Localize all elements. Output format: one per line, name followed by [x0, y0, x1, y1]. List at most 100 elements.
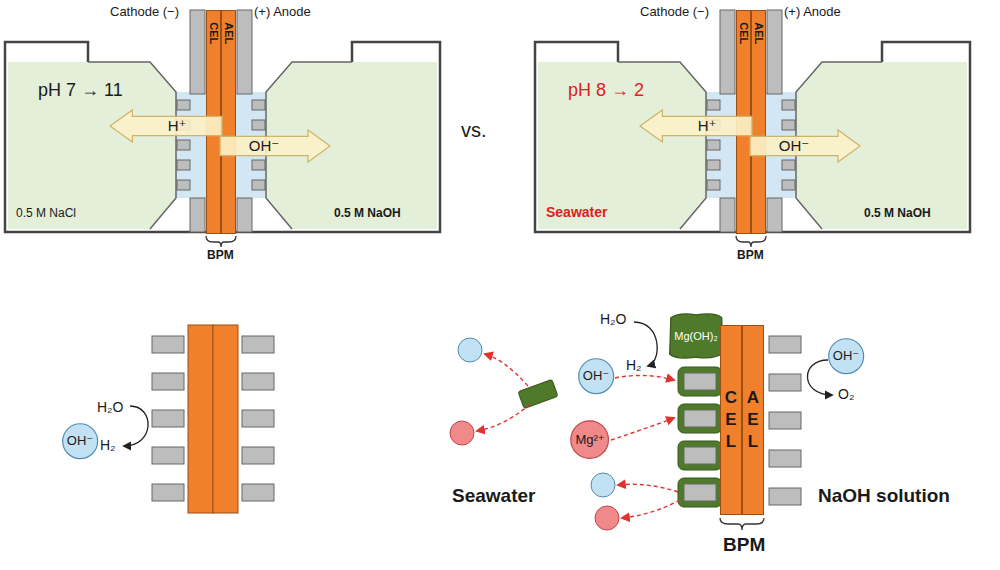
label-text: BPM: [723, 534, 765, 557]
label-text: BPM: [737, 248, 764, 262]
cell-tank: [5, 10, 440, 247]
electrode-segment: [769, 412, 801, 429]
magnesium-ion: [450, 421, 474, 445]
dashed-arrow: [622, 500, 680, 518]
dashed-arrow: [485, 354, 528, 386]
label-text: Seawater: [546, 204, 607, 221]
electrode-segment: [252, 180, 265, 190]
label-text: H₂: [626, 357, 642, 374]
hydroxide-ion: OH⁻: [828, 338, 864, 374]
label-text: (+) Anode: [784, 4, 841, 20]
membrane-layer: A E L: [742, 325, 764, 515]
electrode-segment: [252, 120, 265, 130]
node-text: OH⁻: [583, 369, 609, 384]
node-text: Mg²⁺: [575, 433, 604, 448]
electrode-segment: [684, 484, 716, 501]
electrode-segment: [152, 410, 184, 427]
dashed-arrow: [477, 404, 530, 431]
membrane-layer: AEL: [751, 10, 766, 234]
label-text: Cathode (−): [640, 4, 709, 20]
proton-flux-arrow-shape: [110, 110, 222, 142]
hydroxide-ion: [458, 338, 482, 362]
hydroxide-flux-arrow: OH⁻: [220, 130, 330, 162]
electrode-segment: [782, 100, 795, 110]
node-text: CEL: [207, 22, 220, 44]
electrode-segment: [684, 410, 716, 427]
label-text: H₂: [100, 437, 116, 454]
electrode-segment: [177, 160, 190, 170]
electrode-segment: [782, 180, 795, 190]
node-text: OH⁻: [67, 434, 93, 449]
node-text: C E L: [723, 387, 740, 453]
electrode-segment: [177, 180, 190, 190]
node-text: A E L: [745, 387, 762, 453]
node-text: Mg(OH)₂: [674, 330, 717, 343]
electrode-segment: [782, 120, 795, 130]
electrode-segment: [152, 373, 184, 390]
electrode-segment: [242, 336, 274, 353]
cel-layer: [188, 325, 213, 513]
electrode-segment: [707, 140, 720, 150]
label-text: O₂: [838, 386, 854, 403]
mg-hydroxide-deposit: Mg(OH)₂: [668, 312, 724, 360]
electrode-segment: [769, 488, 801, 505]
node-text: AEL: [752, 22, 765, 44]
membrane-layer: AEL: [221, 10, 236, 234]
ael-layer: [213, 325, 238, 513]
dashed-arrow: [618, 484, 678, 492]
node-text: H⁺: [168, 117, 187, 134]
electrode-segment: [769, 374, 801, 391]
node-text: OH⁻: [779, 137, 809, 154]
electrode-mesh: [152, 100, 801, 507]
electrode-segment: [152, 336, 184, 353]
electrode-segment: [242, 447, 274, 464]
electrode-segment: [684, 447, 716, 464]
electrode-segment: [177, 100, 190, 110]
dashed-arrow: [611, 418, 674, 440]
label-text: Seawater: [452, 485, 535, 508]
label-text: vs.: [461, 118, 487, 142]
label-text: H₂O: [97, 399, 123, 416]
label-text: NaOH solution: [818, 485, 950, 508]
node-text: OH⁻: [833, 349, 859, 364]
label-text: (+) Anode: [254, 4, 311, 20]
node-text: H⁺: [698, 117, 717, 134]
magnesium-ion: [595, 506, 619, 530]
label-text: 0.5 M NaOH: [334, 206, 401, 220]
reaction-arrow: [124, 406, 148, 446]
label-text: 0.5 M NaOH: [864, 206, 931, 220]
label-text: BPM: [207, 248, 234, 262]
magnesium-ion: Mg²⁺: [570, 420, 609, 459]
label-text: H₂O: [600, 311, 626, 328]
hydroxide-flux-arrow: OH⁻: [750, 130, 860, 162]
membrane-layer: C E L: [720, 325, 742, 515]
mg-hydroxide-deposit: [678, 441, 722, 470]
electrode-segment: [252, 100, 265, 110]
electrode-segment: [707, 180, 720, 190]
electrode-segment: [242, 373, 274, 390]
hydroxide-ion: OH⁻: [578, 358, 614, 394]
hydroxide-ion: [591, 473, 615, 497]
node-text: AEL: [222, 22, 235, 44]
electrode-segment: [242, 484, 274, 501]
electrode-segment: [177, 140, 190, 150]
mg-hydroxide-deposit: [678, 367, 722, 396]
electrode-segment: [684, 373, 716, 390]
label-text: Cathode (−): [110, 4, 179, 20]
electrode-segment: [152, 447, 184, 464]
label-text: 0.5 M NaCl: [16, 206, 76, 220]
electrode-segment: [252, 160, 265, 170]
dashed-arrow: [615, 375, 674, 380]
electrode-segment: [782, 160, 795, 170]
label-text: pH 7 → 11: [38, 80, 123, 102]
electrode-segment: [707, 160, 720, 170]
node-text: CEL: [737, 22, 750, 44]
mg-hydroxide-deposit: [678, 478, 722, 507]
electrode-segment: [152, 484, 184, 501]
mg-hydroxide-flake: [518, 379, 558, 408]
electrode-segment: [769, 450, 801, 467]
electrode-segment: [707, 100, 720, 110]
proton-flux-arrow: H⁺: [640, 110, 752, 142]
